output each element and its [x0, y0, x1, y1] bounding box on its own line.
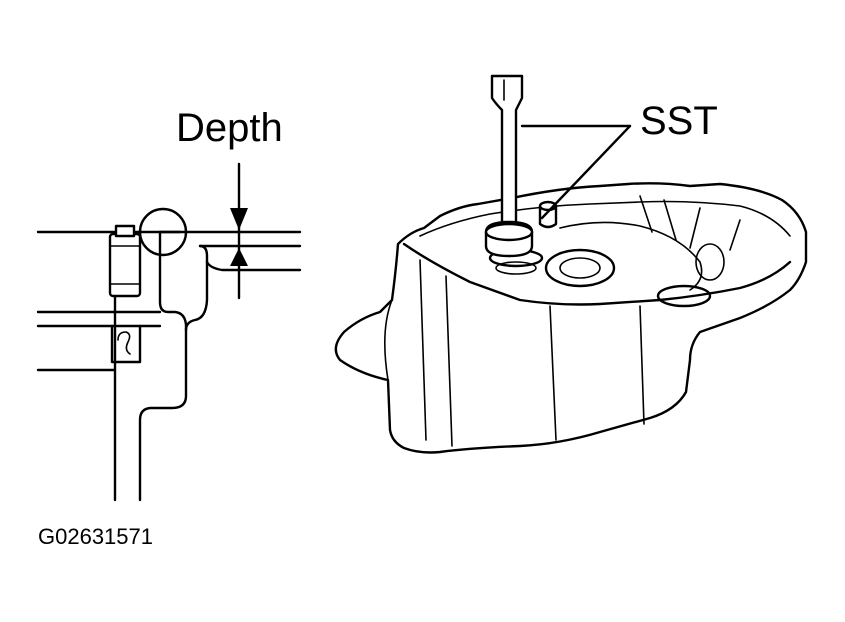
bearing-bore-outer	[544, 248, 616, 288]
case-front-curve	[384, 299, 393, 381]
transaxle-case	[334, 182, 808, 454]
housing-step	[205, 260, 302, 272]
case-flange-inner	[419, 200, 791, 237]
bore-wall	[198, 244, 209, 264]
figure-code: G02631571	[38, 524, 153, 549]
housing-contour-outer	[138, 230, 188, 502]
depth-arrow-down-icon	[230, 208, 248, 230]
oil-seal-cap	[114, 224, 136, 238]
sst-leader-head	[540, 124, 632, 220]
depth-arrow-up-icon	[230, 248, 248, 266]
case-flange-edge	[402, 242, 792, 306]
bearing-bore-inner	[559, 257, 601, 279]
sst-label: SST	[640, 99, 718, 143]
case-bolt	[538, 204, 558, 229]
sst-driver-top	[484, 222, 534, 242]
depth-label: Depth	[176, 106, 283, 150]
detail-circle	[138, 207, 188, 257]
case-ribs	[639, 195, 741, 251]
cross-section-detail	[36, 162, 302, 502]
surface-line-lower	[158, 230, 302, 248]
sst-handle	[490, 74, 524, 228]
diff-bore	[656, 284, 712, 308]
clip-ring	[117, 331, 131, 355]
case-cavity	[559, 221, 703, 291]
side-boss	[695, 243, 725, 281]
seal-bore-lip	[495, 261, 537, 275]
housing-contour-inner	[184, 260, 209, 332]
plate-lines	[36, 310, 162, 328]
oil-seal-body	[108, 232, 142, 298]
sst-leaders	[520, 124, 632, 220]
oil-seal-bands	[109, 245, 141, 285]
case-side-lines	[419, 259, 645, 447]
case-outline	[334, 182, 808, 454]
sst-tool	[484, 74, 534, 258]
clip-frame	[110, 324, 142, 364]
